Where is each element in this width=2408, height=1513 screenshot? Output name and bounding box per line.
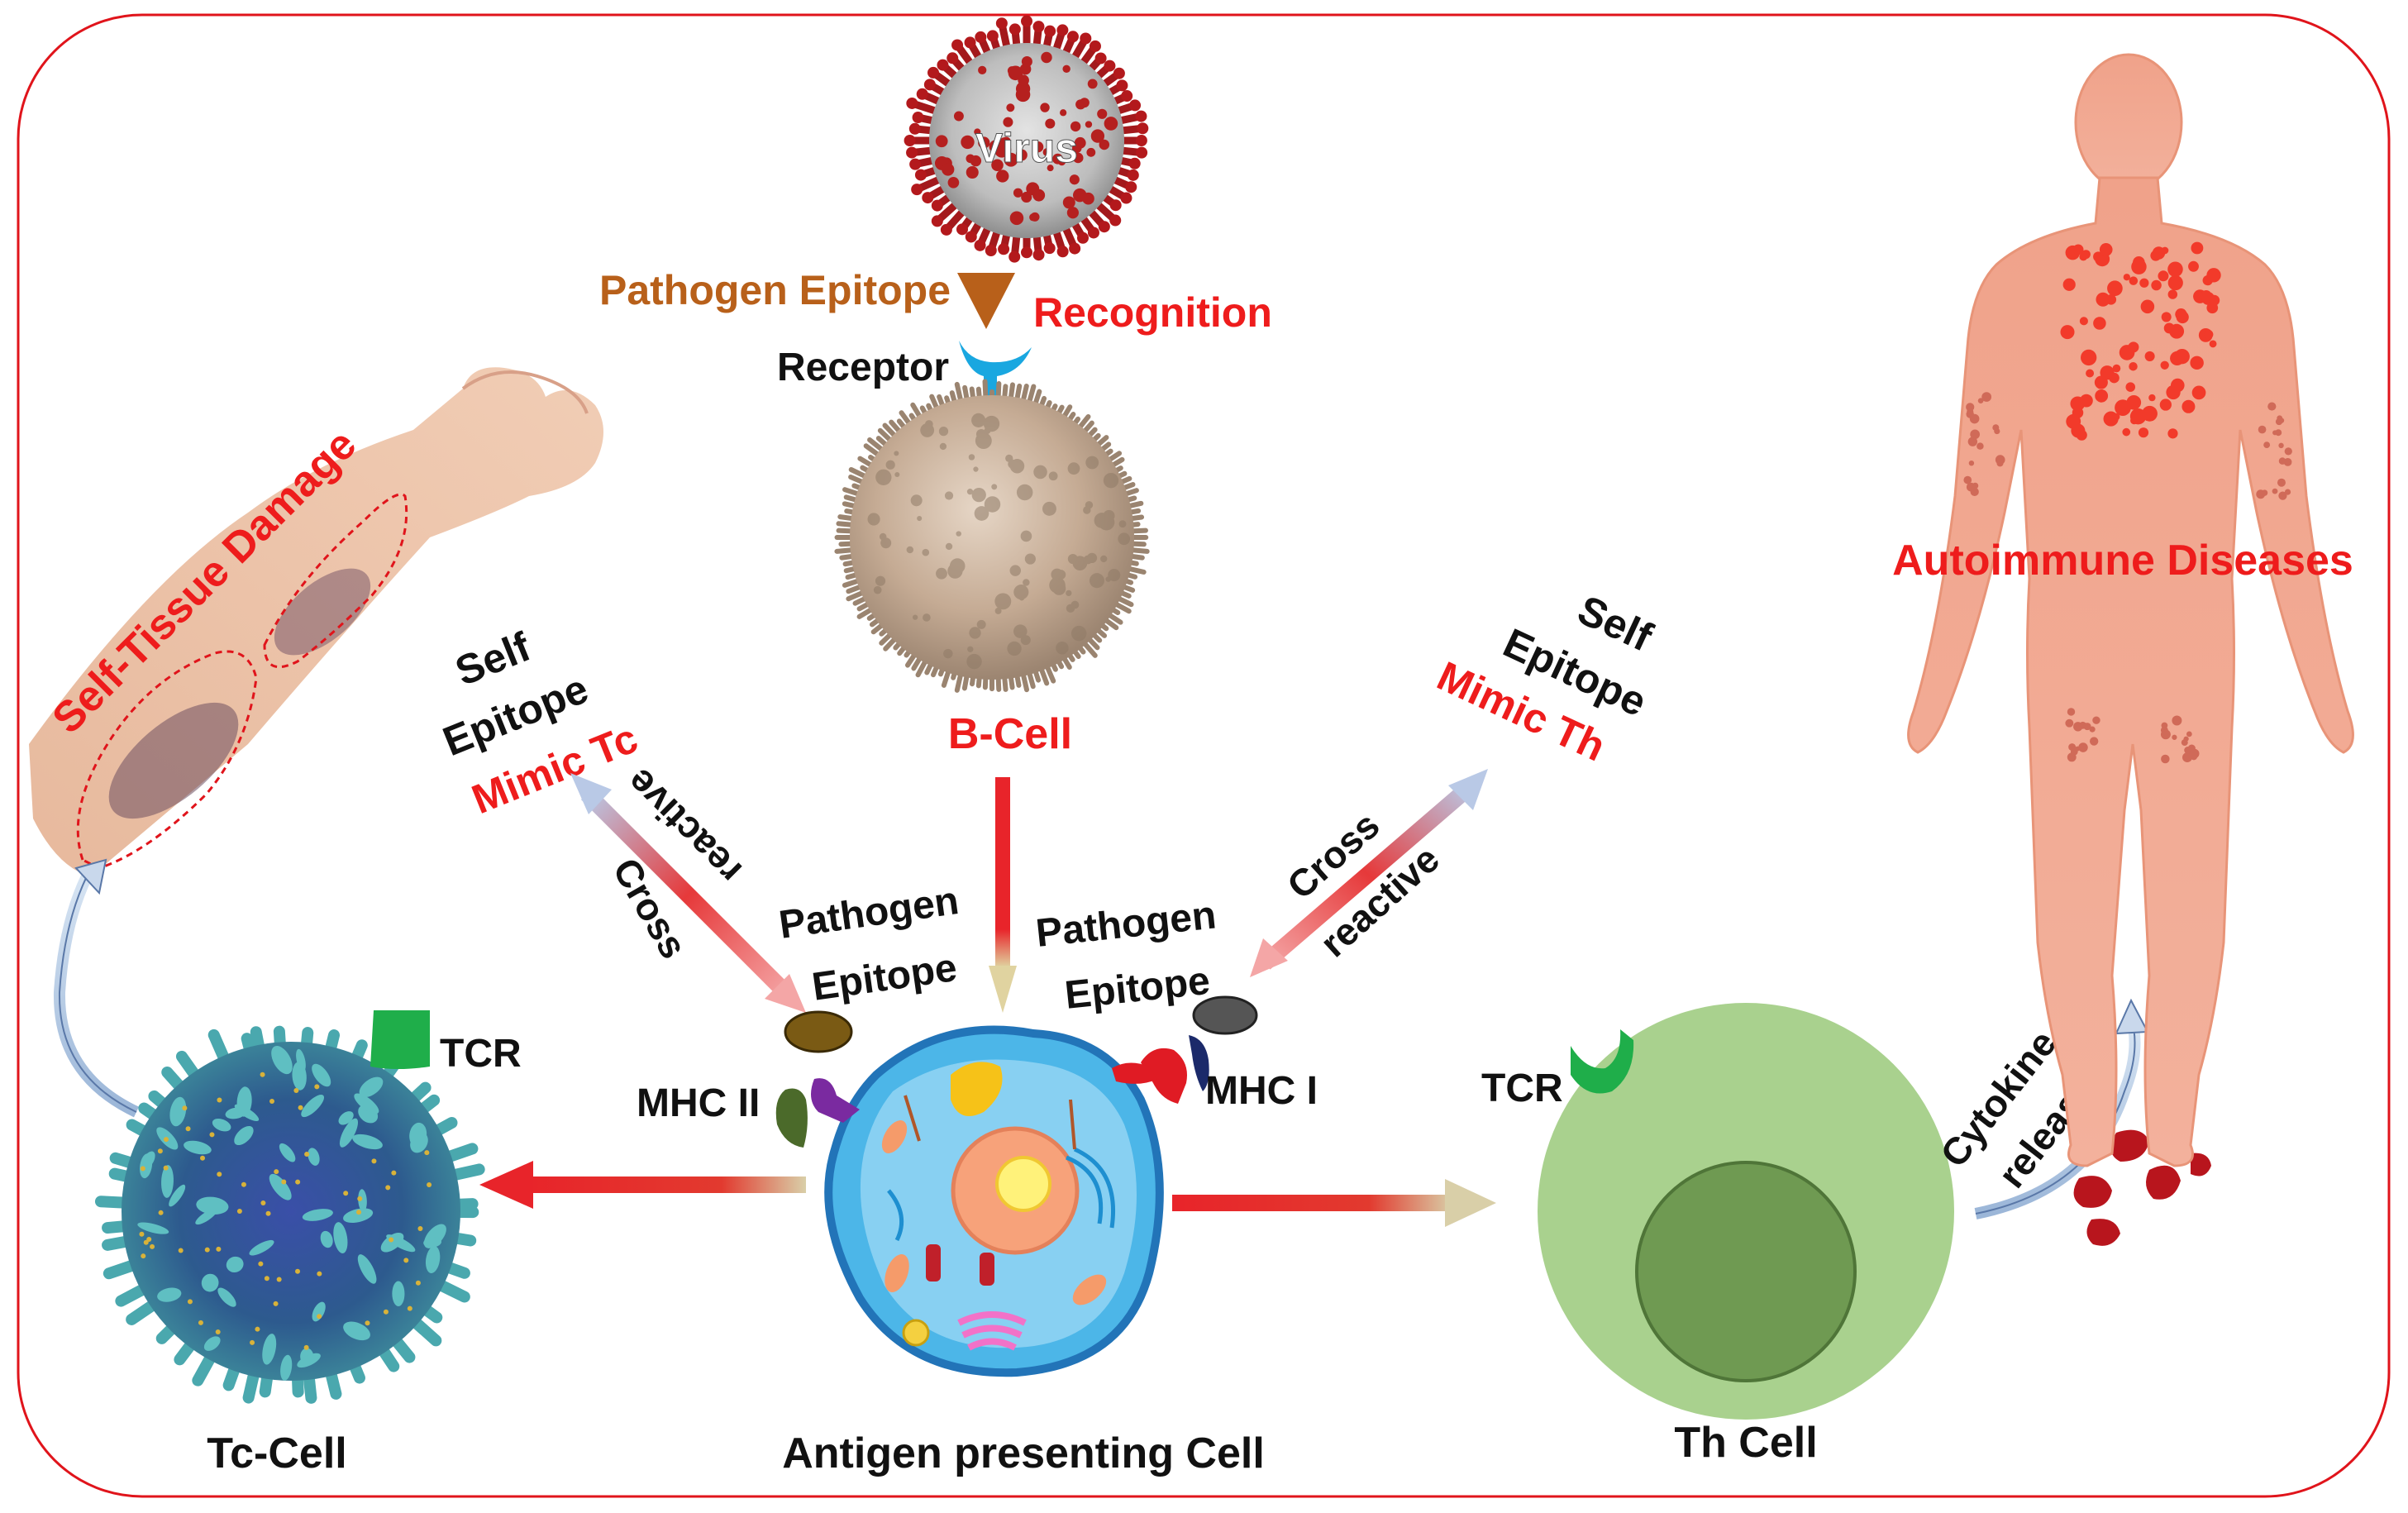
th-cell-label: Th Cell xyxy=(1674,1419,1817,1467)
cytokine-droplets-icon xyxy=(2073,1129,2211,1246)
left-pathogen-epitope-label: Epitope xyxy=(809,946,960,1009)
right-pathogen-label: Pathogen xyxy=(1034,893,1218,956)
tcr-right-label: TCR xyxy=(1481,1067,1563,1110)
mhc-ii-icon xyxy=(775,1078,860,1148)
arm-icon xyxy=(29,367,603,876)
left-self-label: Self xyxy=(449,623,536,694)
mhc-ii-label: MHC II xyxy=(637,1081,760,1125)
tcr-right-icon xyxy=(1571,1029,1634,1094)
coronavirus-icon xyxy=(904,15,1149,263)
left-pathogen-epitope-icon xyxy=(784,1010,853,1053)
tc-cell-label: Tc-Cell xyxy=(207,1429,347,1477)
right-cross-reactive-arrow xyxy=(1250,769,1488,977)
tc-to-arm-curved-arrow xyxy=(53,865,140,1118)
virus-label: Virus xyxy=(975,125,1078,171)
receptor-label: Receptor xyxy=(777,346,949,389)
right-self-label: Self xyxy=(1571,586,1659,661)
th-cell-icon xyxy=(1538,1003,1954,1420)
b-cell-label: B-Cell xyxy=(948,710,1072,758)
antigen-presenting-cell-icon xyxy=(824,1025,1164,1377)
mhc-i-icon xyxy=(1112,1035,1209,1104)
right-pathogen-epitope-label: Epitope xyxy=(1063,959,1213,1018)
apc-to-tc-arrow xyxy=(479,1161,806,1209)
tc-cell-icon xyxy=(94,1025,485,1404)
b-cell-to-apc-arrow xyxy=(989,777,1017,1013)
human-body-icon xyxy=(1907,53,2354,1167)
tcr-left-icon xyxy=(370,1010,430,1069)
mhc-i-label: MHC I xyxy=(1205,1069,1318,1113)
rash-spots-icon xyxy=(1963,241,2292,764)
tcr-left-label: TCR xyxy=(440,1032,522,1076)
pathogen-epitope-top-label: Pathogen Epitope xyxy=(599,267,951,313)
autoimmune-diseases-label: Autoimmune Diseases xyxy=(1892,537,2353,585)
left-pathogen-label: Pathogen xyxy=(776,879,961,947)
pathogen-epitope-triangle-icon xyxy=(957,273,1015,329)
apc-label: Antigen presenting Cell xyxy=(782,1429,1265,1477)
left-cross-reactive-arrow xyxy=(570,773,806,1013)
curved-arrow-head xyxy=(74,858,107,895)
left-cross-label: Cross xyxy=(604,851,695,966)
receptor-icon xyxy=(959,341,1032,413)
cytokine-arrow-head xyxy=(2115,998,2149,1035)
right-pathogen-epitope-icon xyxy=(1192,995,1258,1035)
diagram-border xyxy=(17,13,2391,1498)
recognition-label: Recognition xyxy=(1033,289,1272,336)
b-cell-icon xyxy=(834,379,1150,693)
apc-to-th-arrow xyxy=(1172,1179,1496,1227)
